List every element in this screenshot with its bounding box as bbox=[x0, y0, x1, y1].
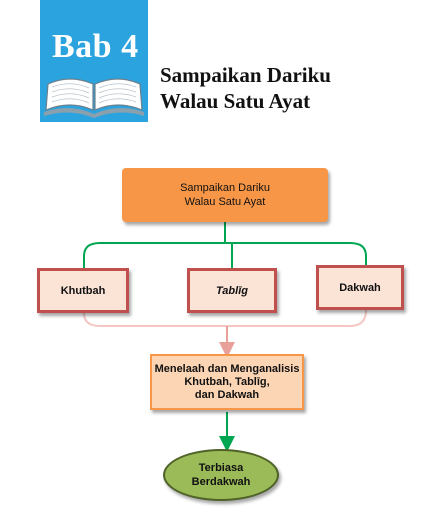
chapter-title-line1: Sampaikan Dariku bbox=[160, 63, 331, 87]
analysis-line3: dan Dakwah bbox=[194, 388, 260, 401]
result-line2: Berdakwah bbox=[191, 476, 251, 488]
book-icon bbox=[44, 78, 144, 118]
branch-khutbah: Khutbah bbox=[37, 268, 129, 313]
chapter-badge: Bab 4 bbox=[40, 0, 148, 122]
root-line2: Walau Satu Ayat bbox=[184, 196, 266, 208]
chapter-label: Bab 4 bbox=[52, 28, 139, 65]
analysis-line1: Menelaah dan Menganalisis bbox=[154, 362, 300, 375]
branch-tablig: Tablīg bbox=[187, 268, 277, 313]
analysis-line2: Khutbah, Tablīg, bbox=[184, 375, 270, 388]
analysis-node: Menelaah dan Menganalisis Khutbah, Tablī… bbox=[150, 354, 304, 410]
root-node: Sampaikan Dariku Walau Satu Ayat bbox=[122, 168, 328, 222]
branch-dakwah: Dakwah bbox=[316, 265, 404, 310]
bottom-bracket bbox=[83, 309, 367, 327]
chapter-title: Sampaikan Dariku Walau Satu Ayat bbox=[160, 62, 331, 114]
result-line1: Terbiasa bbox=[198, 462, 244, 474]
root-line1: Sampaikan Dariku bbox=[180, 182, 270, 194]
top-bracket bbox=[83, 242, 367, 268]
chapter-title-line2: Walau Satu Ayat bbox=[160, 89, 311, 113]
result-node: Terbiasa Berdakwah bbox=[163, 449, 279, 501]
